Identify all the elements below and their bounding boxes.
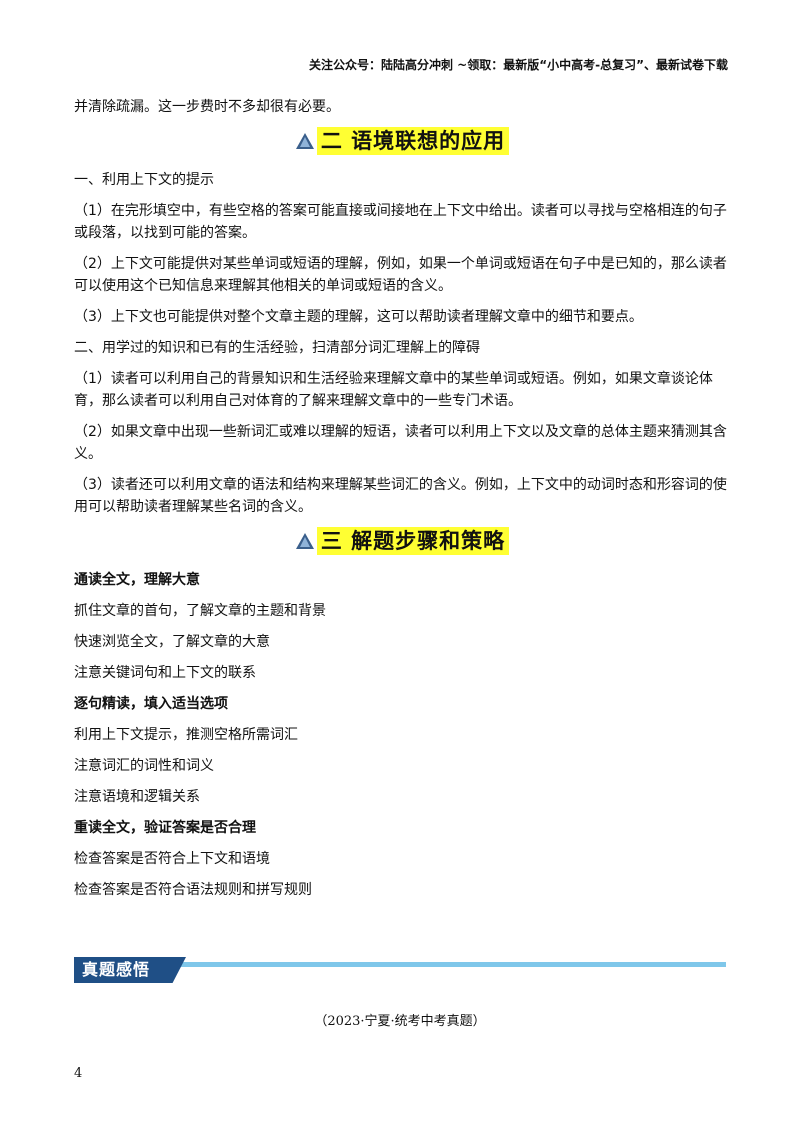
step-line: 利用上下文提示，推测空格所需词汇 bbox=[74, 727, 298, 743]
part2-item: （2）如果文章中出现一些新词汇或难以理解的短语，读者可以利用上下文以及文章的总体… bbox=[74, 424, 727, 462]
step-line: 检查答案是否符合上下文和语境 bbox=[74, 851, 270, 867]
page-content: 并清除疏漏。这一步费时不多却很有必要。 二 语境联想的应用 一、利用上下文的提示… bbox=[74, 96, 730, 910]
page-number: 4 bbox=[74, 1066, 83, 1081]
step-line: 注意语境和逻辑关系 bbox=[74, 789, 200, 805]
page-header: 关注公众号：陆陆高分冲刺 ~领取：最新版“小中高考-总复习”、最新试卷下载 bbox=[309, 58, 728, 72]
step-line: 检查答案是否符合语法规则和拼写规则 bbox=[74, 882, 312, 898]
question-source: （2023·宁夏·统考中考真题） bbox=[314, 1014, 486, 1029]
section-heading-2: 二 语境联想的应用 bbox=[74, 127, 730, 155]
part2-item: （1）读者可以利用自己的背景知识和生活经验来理解文章中的某些单词或短语。例如，如… bbox=[74, 371, 713, 409]
section-title-2: 二 语境联想的应用 bbox=[316, 127, 510, 155]
part1-item: （1）在完形填空中，有些空格的答案可能直接或间接地在上下文中给出。读者可以寻找与… bbox=[74, 203, 727, 241]
banner-bar bbox=[74, 962, 726, 967]
section-banner: 真题感悟 bbox=[74, 957, 726, 983]
section-heading-3: 三 解题步骤和策略 bbox=[74, 527, 730, 555]
part2-item: （3）读者还可以利用文章的语法和结构来理解某些词汇的含义。例如，上下文中的动词时… bbox=[74, 477, 727, 515]
banner-label-bg bbox=[74, 957, 186, 983]
step-line: 快速浏览全文，了解文章的大意 bbox=[74, 634, 270, 650]
section-title-3: 三 解题步骤和策略 bbox=[316, 527, 510, 555]
part2-heading: 二、用学过的知识和已有的生活经验，扫清部分词汇理解上的障碍 bbox=[74, 340, 480, 356]
triangle-icon bbox=[295, 133, 314, 149]
step-heading: 逐句精读，填入适当选项 bbox=[74, 696, 228, 712]
intro-text: 并清除疏漏。这一步费时不多却很有必要。 bbox=[74, 99, 340, 115]
step-line: 注意关键词句和上下文的联系 bbox=[74, 665, 256, 681]
part1-item: （3）上下文也可能提供对整个文章主题的理解，这可以帮助读者理解文章中的细节和要点… bbox=[74, 309, 643, 325]
part1-item: （2）上下文可能提供对某些单词或短语的理解，例如，如果一个单词或短语在句子中是已… bbox=[74, 256, 727, 294]
step-line: 注意词汇的词性和词义 bbox=[74, 758, 214, 774]
part1-heading: 一、利用上下文的提示 bbox=[74, 172, 214, 188]
banner-label: 真题感悟 bbox=[82, 960, 151, 979]
step-heading: 重读全文，验证答案是否合理 bbox=[74, 820, 256, 836]
triangle-icon bbox=[295, 533, 314, 549]
step-line: 抓住文章的首句，了解文章的主题和背景 bbox=[74, 603, 326, 619]
step-heading: 通读全文，理解大意 bbox=[74, 572, 200, 588]
